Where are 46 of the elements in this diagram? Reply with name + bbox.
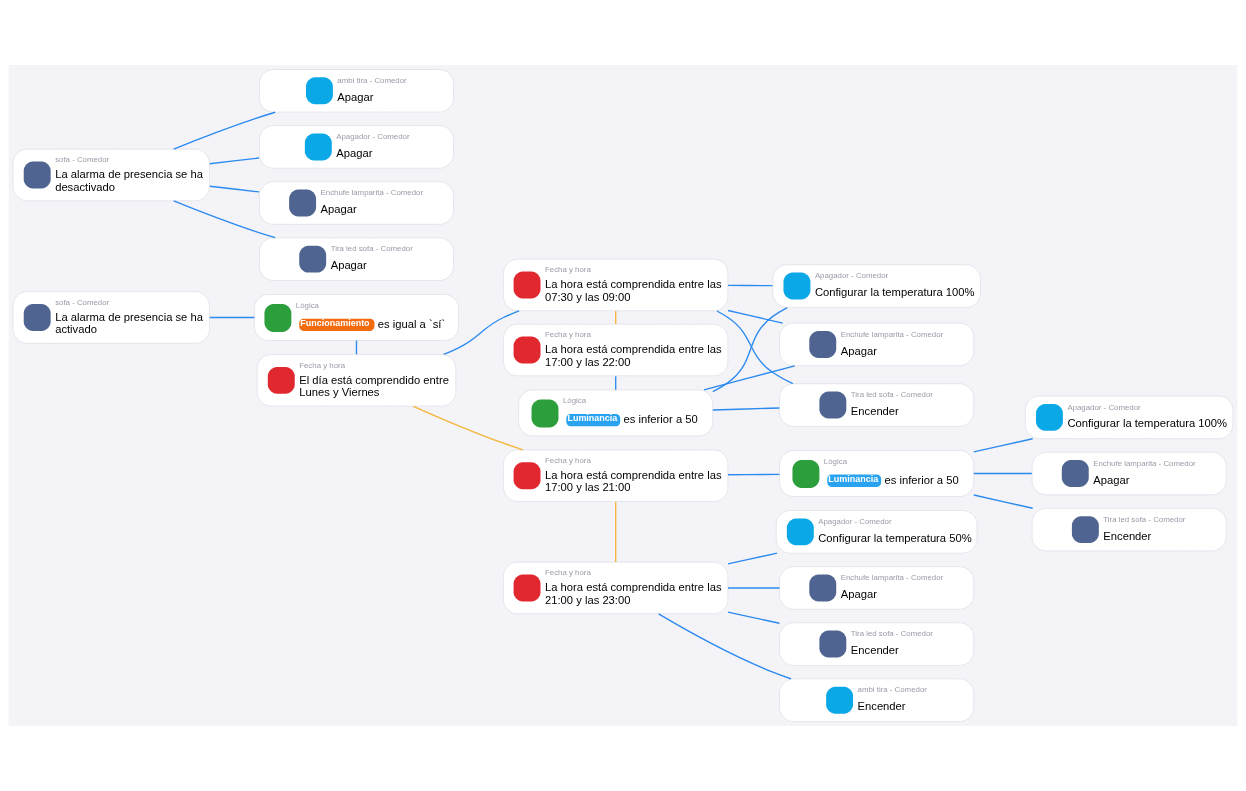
- connector: [973, 438, 1034, 453]
- node-box: Fecha y hora La hora está comprendida entre las 21:00 y las 23:00: [503, 561, 729, 615]
- connector: [712, 306, 788, 393]
- connector: [727, 309, 784, 324]
- connector: [443, 310, 520, 356]
- connector: [209, 185, 260, 193]
- node-box: Apagador - Comedor Configurar la temperatura 100%: [772, 264, 981, 308]
- node-box: Tira led sofa - Comedor Encender: [779, 622, 975, 666]
- connector: [727, 473, 781, 476]
- connector: [973, 494, 1034, 509]
- connector: [209, 316, 255, 319]
- node-box: Tira led sofa - Comedor Encender: [779, 383, 975, 427]
- node-box: Fecha y hora El día está comprendido entre Lunes y Viernes: [256, 354, 457, 407]
- connector: [712, 407, 780, 411]
- connector: [716, 310, 794, 385]
- node-box: Fecha y hora La hora está comprendida entre las 07:30 y las 09:00: [503, 258, 729, 312]
- connector: [615, 501, 617, 563]
- connector: [727, 552, 778, 565]
- node-box: Enchufe lamparita - Comedor Apagar: [258, 181, 454, 225]
- connector: [727, 284, 774, 287]
- node-box: Apagador - Comedor Configurar la temperatura 100%: [1024, 395, 1234, 440]
- node-box: ambi tira - Comedor Apagar: [258, 69, 454, 113]
- node-box: Lógica Luminancia es inferior a 50: [779, 450, 975, 497]
- connector: [173, 111, 276, 150]
- node-box: Lógica Funcionamiento es igual a `sí`: [253, 294, 460, 341]
- node-box: sofa - Comedor La alarma de presencia se ha desactivado: [12, 148, 210, 202]
- node-box: Enchufe lamparita - Comedor Apagar: [1031, 451, 1227, 496]
- connector: [973, 472, 1033, 475]
- connector: [703, 365, 796, 391]
- node-box: Tira led sofa - Comedor Apagar: [258, 237, 454, 281]
- node-box: Lógica Luminancia es inferior a 50: [518, 389, 714, 437]
- connector: [727, 611, 781, 624]
- connector: [727, 587, 781, 589]
- node-box: Tira led sofa - Comedor Encender: [1031, 507, 1227, 552]
- connector: [657, 613, 792, 680]
- node-box: Apagador - Comedor Configurar la temperatura 50%: [775, 510, 978, 554]
- node-box: Enchufe lamparita - Comedor Apagar: [779, 566, 975, 610]
- node-box: sofa - Comedor La alarma de presencia se ha activado: [12, 291, 210, 344]
- node-box: Apagador - Comedor Apagar: [258, 125, 454, 169]
- connector: [209, 157, 260, 165]
- connector: [173, 200, 276, 239]
- node-box: Enchufe lamparita - Comedor Apagar: [779, 322, 975, 367]
- node-box: Fecha y hora La hora está comprendida entre las 17:00 y las 21:00: [503, 449, 729, 502]
- node-box: Fecha y hora La hora está comprendida entre las 17:00 y las 22:00: [503, 323, 729, 377]
- connector: [412, 405, 524, 451]
- node-box: ambi tira - Comedor Encender: [779, 678, 975, 722]
